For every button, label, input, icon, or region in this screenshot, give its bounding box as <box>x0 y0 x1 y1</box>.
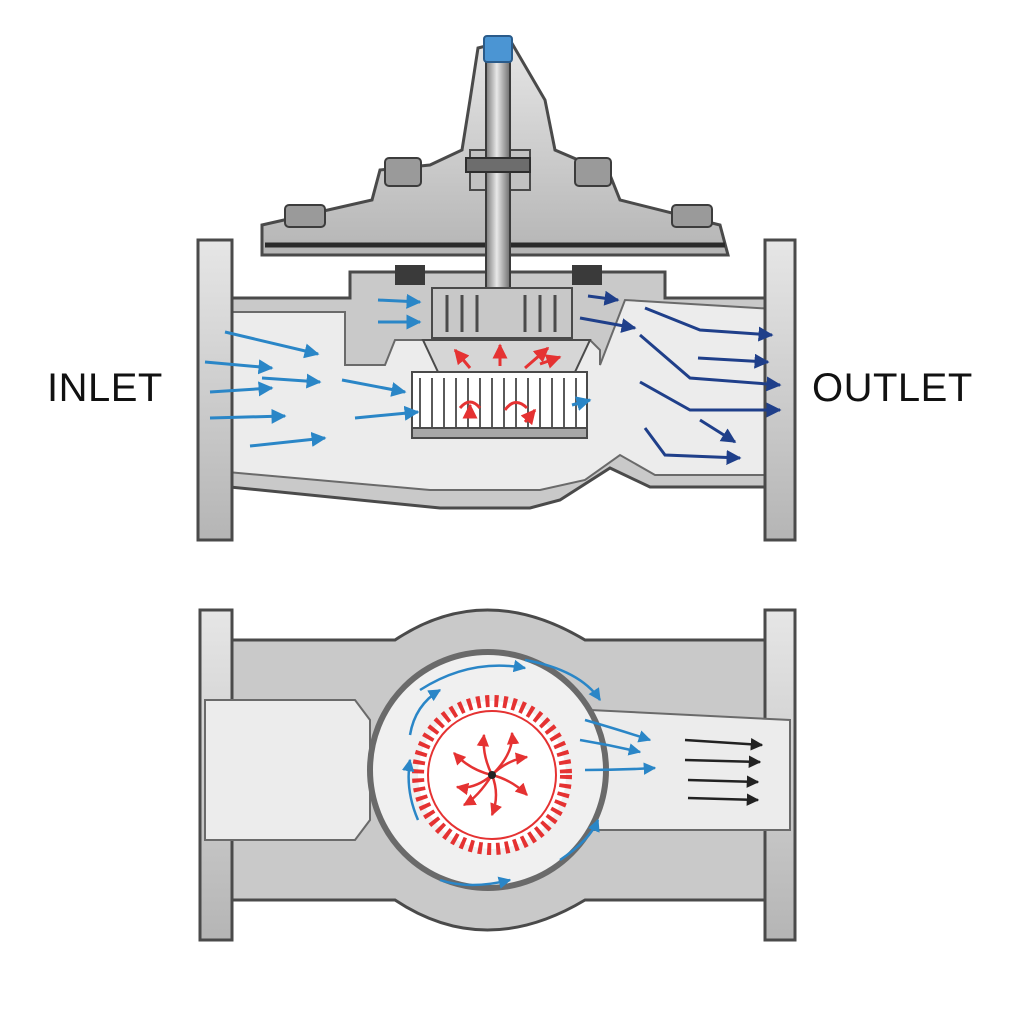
outlet-label: OUTLET <box>812 366 973 410</box>
plan-inlet-passage <box>204 699 371 841</box>
chamber-flow-arrows <box>401 658 657 889</box>
internal-flow-arrows <box>453 343 562 426</box>
plan-outlet-arrows <box>684 738 764 806</box>
stem-nut <box>465 157 531 173</box>
outlet-flow-arrows <box>579 290 782 465</box>
inlet-label: INLET <box>47 366 163 410</box>
seat-right <box>572 265 602 285</box>
outlet-flange <box>763 238 797 542</box>
stem-cap <box>483 35 513 63</box>
side-section-view <box>196 35 797 542</box>
swirl-center <box>488 771 496 779</box>
inlet-flow-arrows <box>204 293 592 448</box>
plan-section-view <box>198 608 797 942</box>
seat-left <box>395 265 425 285</box>
bonnet-bolts <box>284 157 713 228</box>
